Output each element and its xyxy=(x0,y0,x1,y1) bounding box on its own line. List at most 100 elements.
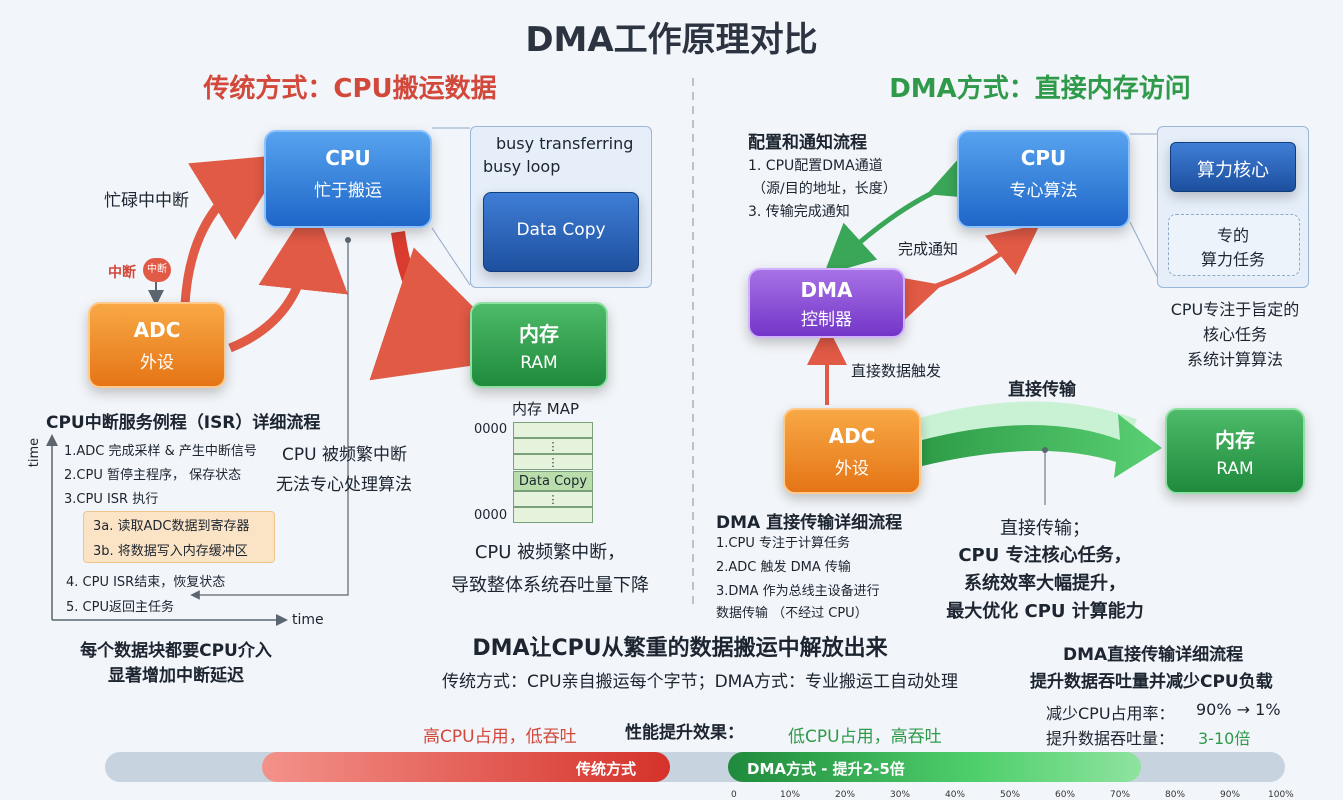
tick-40: 40% xyxy=(945,790,966,800)
throughput-line2: 导致整体系统吞吐量下降 xyxy=(451,575,649,596)
mem-addr-bottom: 0000 xyxy=(474,508,508,523)
left-cpu-subtitle: 忙于搬运 xyxy=(314,181,382,201)
cpu-focus-line3: 系统计算算法 xyxy=(1186,350,1283,369)
right-adc-subtitle: 外设 xyxy=(835,459,869,479)
tick-70: 70% xyxy=(1110,790,1131,800)
right-ram-subtitle: RAM xyxy=(1216,459,1254,479)
left-cpu-title: CPU xyxy=(325,146,371,170)
bottom-headline: DMA让CPU从繁重的数据搬运中解放出来 xyxy=(472,636,888,661)
core-task-line2: 算力任务 xyxy=(1200,250,1265,269)
isr-step-1: 1.ADC 完成采样 & 产生中断信号 xyxy=(64,444,257,459)
mem-cell-1 xyxy=(513,422,593,438)
trigger-label: 直接数据触发 xyxy=(851,362,942,380)
left-ram-box: 内存 RAM xyxy=(470,302,608,388)
tick-60: 60% xyxy=(1055,790,1076,800)
cpu-focus-line1: CPU专注于旨定的 xyxy=(1170,300,1300,319)
dma-flow-line4: 数据传输 （不经过 CPU） xyxy=(716,606,868,621)
tick-0: 0 xyxy=(731,790,737,800)
traditional-bar xyxy=(262,752,670,782)
data-copy-text: Data Copy xyxy=(516,220,606,240)
left-adc-subtitle: 外设 xyxy=(140,353,174,373)
core-task-panel xyxy=(1168,214,1300,276)
dma-subtitle: 控制器 xyxy=(801,310,852,330)
tick-30: 30% xyxy=(890,790,911,800)
config-line1: 1. CPU配置DMA通道 xyxy=(748,158,883,174)
tick-20: 20% xyxy=(835,790,856,800)
interrupt-badge-text: 中断 xyxy=(147,264,167,275)
cpu-panel-line-bottom xyxy=(431,227,471,286)
right-cpu-title: CPU xyxy=(1020,146,1067,170)
right-ram-title: 内存 xyxy=(1215,428,1255,452)
config-line3: 3. 传输完成通知 xyxy=(748,204,850,220)
left-footer-line1: 每个数据块都要CPU介入 xyxy=(80,641,272,661)
mem-cell-data-copy-text: Data Copy xyxy=(518,474,588,489)
traditional-bar-label: 传统方式 xyxy=(576,760,637,778)
dma-flow-line3: 3.DMA 作为总线主设备进行 xyxy=(716,584,880,599)
dma-heading: DMA方式：直接内存访问 xyxy=(889,74,1191,104)
busy-loop-text: busy loop xyxy=(483,157,561,176)
right-cpu-subtitle: 专心算法 xyxy=(1009,181,1078,201)
bottom-right-title2: 提升数据吞吐量并减少CPU负载 xyxy=(1030,672,1273,692)
right-adc-box: ADC 外设 xyxy=(783,408,921,494)
time-label-y: time xyxy=(27,437,43,468)
tick-80: 80% xyxy=(1165,790,1186,800)
busy-transferring-text: busy transferring xyxy=(496,134,634,153)
left-ram-subtitle: RAM xyxy=(520,353,558,373)
mem-dots-3: ⋮ xyxy=(547,493,559,506)
isr-step-2: 2.CPU 暂停主程序， 保存状态 xyxy=(64,468,242,483)
traditional-heading: 传统方式：CPU搬运数据 xyxy=(203,74,497,104)
tick-90: 90% xyxy=(1220,790,1241,800)
isr-step-3b: 3b. 将数据写入内存缓冲区 xyxy=(93,544,248,559)
core-title: 算力核心 xyxy=(1197,160,1269,181)
mem-dots-1: ⋮ xyxy=(547,440,559,453)
bottom-compare: 传统方式：CPU亲自搬运每个字节；DMA方式：专业搬运工自动处理 xyxy=(442,672,958,692)
mem-addr-top: 0000 xyxy=(474,422,508,437)
dma-flow-line2: 2.ADC 触发 DMA 传输 xyxy=(716,560,851,575)
cpu-dma-green-arrow xyxy=(823,152,983,275)
isr-path-dot xyxy=(345,237,351,243)
dma-flow-title: DMA 直接传输详细流程 xyxy=(716,513,903,533)
mem-cell-data-copy: Data Copy xyxy=(513,471,593,491)
perf-label: 性能提升效果： xyxy=(625,723,744,743)
summary-dot xyxy=(1042,447,1048,453)
complete-notify-label: 完成通知 xyxy=(898,240,959,258)
right-adc-title: ADC xyxy=(828,424,876,448)
dma-controller-box: DMA 控制器 xyxy=(748,268,905,338)
core-box: 算力核心 xyxy=(1170,142,1296,192)
cpu-focus-line2: 核心任务 xyxy=(1202,325,1267,344)
mem-cell-5 xyxy=(513,507,593,523)
mem-dots-2: ⋮ xyxy=(547,456,559,469)
right-cpu-box: CPU 专心算法 xyxy=(957,130,1130,228)
left-cpu-box: CPU 忙于搬运 xyxy=(264,130,432,228)
throughput-line1: CPU 被频繁中断， xyxy=(474,542,626,563)
high-cpu-label: 高CPU占用，低吞吐 xyxy=(423,727,577,747)
cpu-to-ram-arrow xyxy=(369,231,525,381)
config-line2: （源/目的地址，长度） xyxy=(752,181,897,197)
left-footer-line2: 显著增加中断延迟 xyxy=(108,666,244,686)
isr-return-path xyxy=(190,240,349,600)
adc-to-cpu-arrow-2 xyxy=(228,200,348,353)
isr-highlight xyxy=(83,511,275,563)
isr-step-4: 4. CPU ISR结束，恢复状态 xyxy=(66,575,226,590)
metric1-value: 90% → 1% xyxy=(1196,700,1281,719)
interrupt-badge: 中断 xyxy=(143,258,171,282)
tick-10: 10% xyxy=(780,790,801,800)
direct-transfer-label: 直接传输 xyxy=(1008,380,1076,400)
dma-flow-line1: 1.CPU 专注于计算任务 xyxy=(716,536,850,551)
adc-to-ram-glow xyxy=(916,401,1137,458)
isr-step-3a: 3a. 读取ADC数据到寄存器 xyxy=(93,519,250,534)
isr-step-3: 3.CPU ISR 执行 xyxy=(64,492,159,507)
bottom-right-title1: DMA直接传输详细流程 xyxy=(1063,645,1244,665)
cpu-frequent-line1: CPU 被频繁中断 xyxy=(282,445,407,465)
mem-cell-2: ⋮ xyxy=(513,438,593,454)
dma-bar-label: DMA方式 - 提升2-5倍 xyxy=(747,760,905,778)
page-title: DMA工作原理对比 xyxy=(525,20,818,60)
isr-title: CPU中断服务例程（ISR）详细流程 xyxy=(46,413,321,433)
cpu-core-line-bottom xyxy=(1129,221,1161,283)
left-adc-title: ADC xyxy=(133,318,181,342)
mem-map-title: 内存 MAP xyxy=(512,400,580,418)
data-copy-box: Data Copy xyxy=(483,192,639,272)
left-adc-box: ADC 外设 xyxy=(88,302,226,388)
metric1-label: 减少CPU占用率： xyxy=(1046,704,1175,723)
adc-to-ram-arrow xyxy=(922,414,1162,478)
